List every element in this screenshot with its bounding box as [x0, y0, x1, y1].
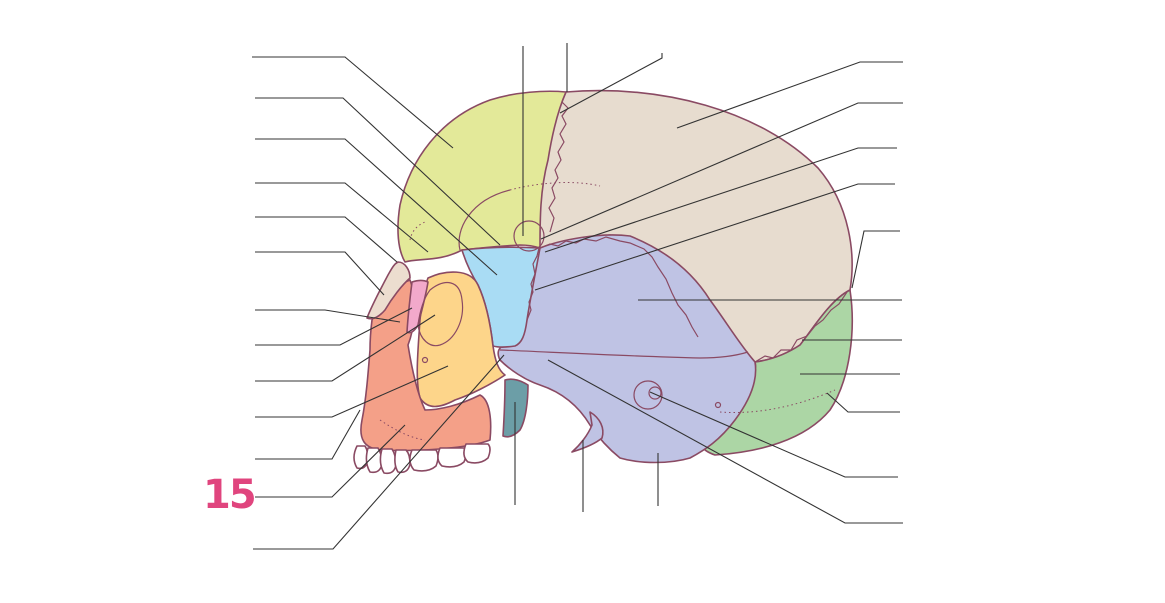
temporal-line — [458, 189, 511, 251]
leader-line — [255, 138, 498, 276]
orbit-outline — [417, 282, 464, 347]
frontal-dotted-line — [409, 221, 426, 241]
maxilla-dotted-line — [379, 419, 426, 441]
leader-line — [540, 102, 903, 240]
leader-line — [826, 392, 900, 413]
temporal-bone — [497, 234, 757, 464]
leader-line — [255, 307, 413, 346]
external-acoustic-meatus — [648, 386, 662, 400]
leader-line — [544, 147, 897, 253]
tooth — [394, 449, 411, 474]
foramen-dot — [714, 401, 722, 409]
foramen-dot — [421, 356, 429, 364]
leader-line — [851, 230, 900, 289]
leader-line — [534, 183, 895, 291]
tooth — [353, 445, 369, 470]
tooth — [379, 448, 397, 475]
frontal-bone — [397, 90, 567, 263]
leader-line — [255, 314, 436, 382]
lambdoid-suture — [754, 291, 848, 363]
leader-line — [559, 53, 663, 114]
leader-line — [255, 409, 361, 460]
tooth — [437, 447, 467, 468]
pterion-circle — [513, 220, 545, 252]
leader-lines — [252, 43, 903, 550]
leader-line — [255, 251, 385, 296]
leader-line — [255, 365, 449, 418]
label-number-15: 15 — [203, 472, 255, 518]
leader-line — [547, 359, 903, 524]
leader-line — [255, 216, 398, 263]
tooth — [463, 443, 491, 464]
leader-line — [255, 309, 401, 323]
leader-line — [255, 424, 406, 498]
upper-teeth — [353, 443, 491, 475]
leader-line — [255, 97, 501, 246]
leader-line — [649, 391, 898, 478]
leader-line — [676, 61, 903, 129]
tooth — [409, 449, 439, 472]
zygomatic-bone — [416, 271, 506, 408]
leader-line — [253, 354, 505, 550]
styloid-process — [571, 411, 604, 453]
sphenoparietal-suture — [526, 247, 540, 321]
squamous-suture — [539, 236, 699, 338]
coronal-suture — [548, 91, 569, 233]
occipital-dotted-line — [719, 389, 836, 414]
leader-line — [255, 182, 429, 253]
leader-line — [252, 56, 454, 149]
temporal-line-dotted — [509, 182, 601, 191]
mastoid-process — [633, 380, 663, 410]
temporal-lower-line — [499, 349, 749, 359]
